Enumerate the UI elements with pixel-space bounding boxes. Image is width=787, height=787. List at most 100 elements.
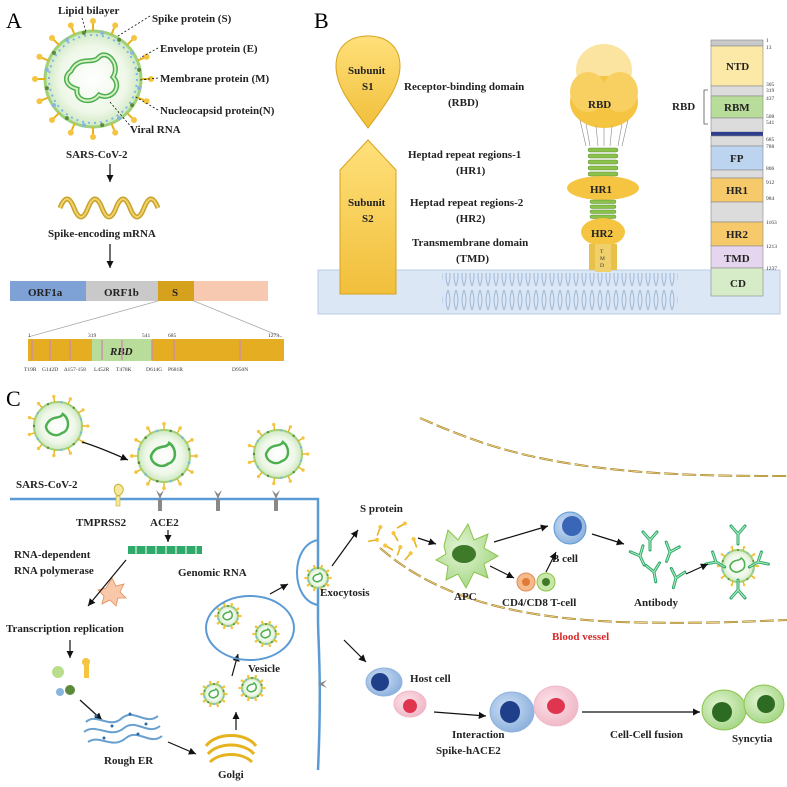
spike-head [131,34,138,41]
mut-g142d: G142D [42,367,58,373]
antibody-shape [747,550,770,569]
rbd-desc-1: Receptor-binding domain [404,81,524,93]
residue-number: 319 [766,88,775,94]
spike-head [67,22,74,29]
virus-particle [247,422,310,486]
orf1b-segment [86,281,158,301]
label-apc: APC [454,591,477,603]
spike-proteins [32,18,154,140]
spike-head [48,34,55,41]
s-protein-trimer [376,525,383,536]
interaction-cells [489,685,579,733]
virus-a-envelope [43,29,143,129]
label-syncytia: Syncytia [732,733,773,745]
virus-particle [27,394,90,458]
mut-d950n: D950N [232,367,248,373]
vessel-wall-top [419,417,787,477]
apc-cell [434,522,500,590]
antibody-shape [664,540,681,563]
s-segment [158,281,194,301]
hr2-struct-label: HR2 [591,228,614,240]
label-interaction-2: Spike-hACE2 [436,745,501,757]
label-blood-vessel: Blood vessel [552,631,609,643]
rbd-struct-label: RBD [588,99,611,111]
spike-head [148,76,154,82]
label-antibody: Antibody [634,597,679,609]
antibodies [628,524,770,600]
ace2-receptors [156,490,327,688]
mut-l452r: L452R [94,367,110,373]
tmd-desc-1: Transmembrane domain [412,237,528,249]
panel-c: C SARS-CoV-2 TMPRSS2 ACE2 [6,386,787,781]
spike-head [36,98,43,105]
s-protein-trimer [367,537,379,543]
pos-685: 685 [168,333,177,339]
label-golgi: Golgi [218,769,244,781]
vesicle [205,595,295,661]
label-t-cell: CD4/CD8 T-cell [502,597,576,609]
virus-particle [252,620,280,648]
spike-head [131,117,138,124]
label-tmprss2: TMPRSS2 [76,517,127,529]
tmd-bar-label: TMD [724,253,750,265]
virus-a [32,18,154,140]
label-lipid-bilayer: Lipid bilayer [58,5,120,17]
hr2-ring [581,218,625,246]
golgi [204,734,258,764]
mut-t478k: T478K [116,367,132,373]
residue-number: 806 [766,166,775,172]
polymerase-shape [97,577,127,607]
tmd-desc-2: (TMD) [456,253,489,265]
label-s-protein: S protein [360,503,403,515]
spike-head [90,18,96,24]
label-nucleocapsid: Nucleocapsid protein(N) [160,105,275,117]
s-protein-map: RBD 1 319 541 685 1273 T19R G142D Δ157-1… [24,333,284,373]
spike-head [143,98,150,105]
lipid-bilayer [48,34,138,124]
spike-head [67,129,74,136]
residue-number: 437 [766,96,775,102]
cd-bar-label: CD [730,278,746,290]
hr1-bar-label: HR1 [726,185,748,197]
label-spike-protein: Spike protein (S) [152,13,232,25]
label-membrane-protein: Membrane protein (M) [160,73,269,85]
s1-label-line1: Subunit [348,65,386,77]
rbd-label-a: RBD [109,346,133,358]
orf1b-label: ORF1b [104,287,139,299]
mut-d614g: D614G [146,367,162,373]
virus-particle [200,680,228,708]
label-ace2: ACE2 [150,517,179,529]
spike-structure: RBD HR1 HR2 T M D [567,44,639,272]
ntd-label: NTD [726,61,749,73]
hr2-block [710,221,764,247]
panel-b: B Subunit S1 Subunit S2 Receptor-binding… [314,8,781,315]
t-cells [516,572,556,592]
free-s-proteins [367,521,418,561]
fp-label: FP [730,153,744,165]
orf1a-label: ORF1a [28,287,63,299]
residue-number: 508 [766,114,775,120]
label-exocytosis: Exocytosis [320,587,370,599]
arrow-virus-attach [81,441,129,461]
s-label: S [172,287,178,299]
rbd-desc-2: (RBD) [448,97,479,109]
spike-head [36,53,43,60]
rbm-label: RBM [724,102,750,114]
tmd-letter-m: M [600,256,605,262]
subunit-s1-shape [335,35,401,129]
antibody-shape [704,550,727,569]
domain-bar: NTD RBM FP HR1 HR2 TMD CD RBD 1133053194… [672,38,777,297]
residue-number: 1237 [766,266,777,272]
hr2-desc-1: Heptad repeat regions-2 [410,197,524,209]
residue-number: 984 [766,196,775,202]
hr1-struct-label: HR1 [590,184,612,196]
linker-strands [579,119,629,147]
spike-head [143,53,150,60]
hr1-ring [567,176,639,200]
cd-block [710,267,764,297]
host-cell [365,667,427,718]
label-genomic-rna: Genomic RNA [178,567,247,579]
label-b-cell: B cell [552,553,578,565]
rough-er [83,713,163,744]
panel-b-label: B [314,8,329,33]
